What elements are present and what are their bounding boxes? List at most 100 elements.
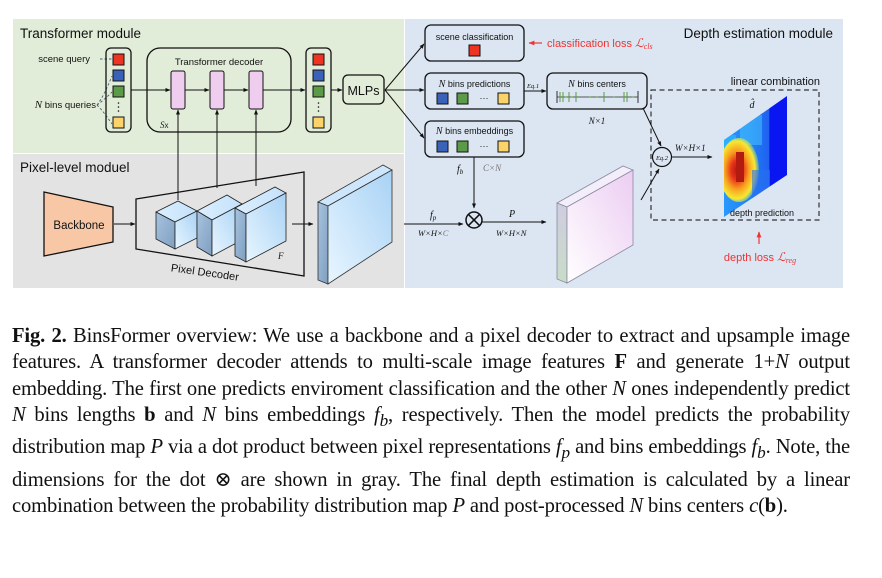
caption-math: f [555, 436, 562, 459]
caption-text: ones independently predict [625, 377, 850, 400]
output-token-n [312, 116, 325, 129]
whc-label: W×H×C [418, 228, 449, 238]
decoder-layer-3 [248, 70, 264, 110]
caption-math: N [775, 351, 789, 374]
bins-centers-axis [556, 91, 639, 103]
transformer-decoder-title: Transformer decoder [175, 57, 263, 68]
caption-math: f [751, 436, 758, 459]
decoder-layer-2 [209, 70, 225, 110]
caption-math: b [379, 411, 389, 430]
query-dashed-connectors [96, 58, 113, 125]
caption-math: N [612, 377, 626, 400]
caption-text: and generate 1+ [626, 351, 776, 374]
otimes-symbol: ⊗ [214, 468, 232, 491]
caption-text: are shown in gray. The final depth estim… [12, 468, 850, 517]
scene-query-label: scene query [38, 54, 90, 65]
whn-label: W×H×N [496, 228, 528, 238]
caption-math: P [150, 436, 163, 459]
pixel-decoder-frame [135, 171, 305, 277]
bins-query-token-1 [112, 69, 125, 82]
output-vertical-ellipsis [317, 102, 320, 112]
binsformer-diagram: Transformer module Pixel-level moduel De… [13, 19, 843, 288]
output-token-1 [312, 69, 325, 82]
pixel-feature-slab [317, 164, 393, 285]
caption-text: , respectively. Then the model predicts … [12, 403, 851, 459]
bins-emb-token-2 [456, 140, 469, 153]
whx1-label: W×H×1 [675, 143, 706, 153]
caption-text: bins embeddings [215, 403, 374, 426]
bins-query-token-2 [112, 85, 125, 98]
mlps-label: MLPs [348, 84, 380, 98]
mlps-box [342, 74, 385, 105]
backbone-block [43, 191, 114, 257]
eq1-label: Eq.1 [526, 83, 539, 90]
eq2-label: Eq.2 [655, 155, 669, 162]
caption-text: via a dot product between pixel represen… [162, 436, 556, 459]
bins-emb-token-1 [436, 140, 449, 153]
eq2-operator [651, 146, 673, 168]
bins-pred-ellipsis: ··· [480, 93, 489, 103]
bins-pred-token-1 [436, 92, 449, 105]
fp-label: fp [430, 210, 437, 222]
feature-cube-3 [234, 186, 287, 263]
bins-query-token-n [112, 116, 125, 129]
bins-predictions-label: N bins predictions [438, 79, 511, 90]
query-vertical-ellipsis [117, 102, 120, 112]
multiscale-feature-arrows [176, 109, 258, 200]
bins-centers-box [546, 72, 648, 110]
p-label: P [508, 209, 515, 220]
output-token-scene [312, 53, 325, 66]
fb-label: fb [457, 164, 464, 176]
caption-text: bins lengths [25, 403, 145, 426]
caption-math: b [144, 403, 156, 426]
caption-text: BinsFormer overview: We use a backbone a… [12, 325, 850, 374]
figure-label: Fig. 2. [12, 325, 67, 347]
cxn-label: C×N [483, 163, 502, 173]
caption-text: and post-processed [464, 495, 630, 517]
caption-math: p [561, 443, 570, 463]
bins-pred-token-n [497, 92, 510, 105]
bins-emb-ellipsis: ··· [480, 141, 489, 151]
dot-product-operator [465, 211, 483, 229]
pixel-module-title: Pixel-level moduel [20, 160, 130, 175]
centers-to-eq2-arrow [642, 107, 662, 147]
scene-class-token [468, 44, 481, 57]
scene-classification-label: scene classification [436, 32, 514, 42]
feature-cube-1 [155, 200, 198, 250]
caption-math: b [764, 495, 777, 517]
backbone-label: Backbone [53, 220, 104, 232]
output-token-2 [312, 85, 325, 98]
bins-pred-token-2 [456, 92, 469, 105]
figure-caption: Fig. 2. BinsFormer overview: We use a ba… [12, 323, 850, 519]
decoder-layer-1 [170, 70, 186, 110]
bins-emb-token-n [497, 140, 510, 153]
linear-combination-region [650, 89, 820, 221]
caption-text: . Note, the dimensions for the dot [12, 436, 850, 491]
bins-centers-label: N bins centers [567, 79, 626, 90]
caption-text: output embedding. The first one predicts… [12, 351, 850, 400]
bins-centers-dim: N×1 [588, 116, 606, 126]
caption-text: ). [776, 495, 788, 517]
bins-queries-label: N bins queries [34, 99, 96, 111]
output-embedding-box [305, 47, 332, 133]
transformer-module-panel [13, 19, 404, 153]
depth-loss-label: depth loss ℒreg [724, 250, 796, 265]
mlp-head-arrows [384, 43, 425, 139]
caption-text: bins centers [643, 495, 750, 517]
depth-module-title: Depth estimation module [684, 26, 833, 41]
scene-query-token [112, 53, 125, 66]
scene-classification-box [424, 24, 525, 62]
F-label: F [277, 251, 284, 261]
caption-text: and [155, 403, 203, 426]
transformer-module-title: Transformer module [20, 26, 141, 41]
caption-math: N [629, 495, 644, 517]
caption-math: F [614, 351, 628, 374]
caption-text: ( [758, 495, 765, 517]
depth-prediction-label: depth prediction [730, 208, 794, 218]
bins-embeddings-label: N bins embeddings [435, 126, 514, 137]
d-hat-label: d̂ [750, 98, 756, 111]
caption-math: N [202, 403, 216, 426]
caption-math: c [749, 495, 759, 517]
probability-map-slab [556, 165, 634, 284]
caption-text: and bins embeddings [569, 436, 752, 459]
